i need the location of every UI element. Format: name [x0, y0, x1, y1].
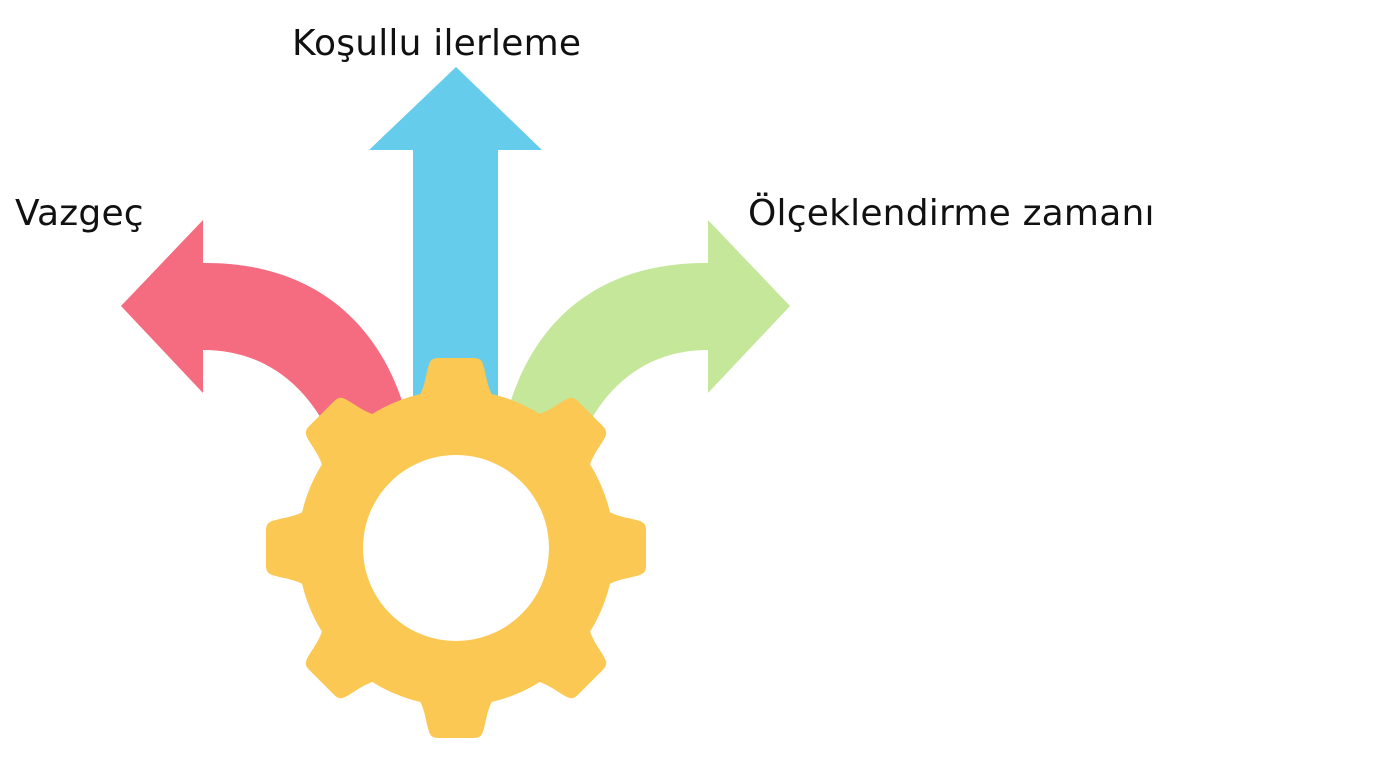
arrow-up-icon	[369, 67, 542, 420]
gear-hole	[363, 455, 549, 641]
arrow-right-curved-icon	[508, 220, 790, 425]
label-conditional-progress: Koşullu ilerleme	[292, 23, 582, 64]
label-scaling-time: Ölçeklendirme zamanı	[748, 193, 1155, 234]
label-give-up: Vazgeç	[15, 193, 144, 234]
gear-icon	[266, 358, 646, 738]
arrow-left-curved-icon	[121, 220, 405, 425]
